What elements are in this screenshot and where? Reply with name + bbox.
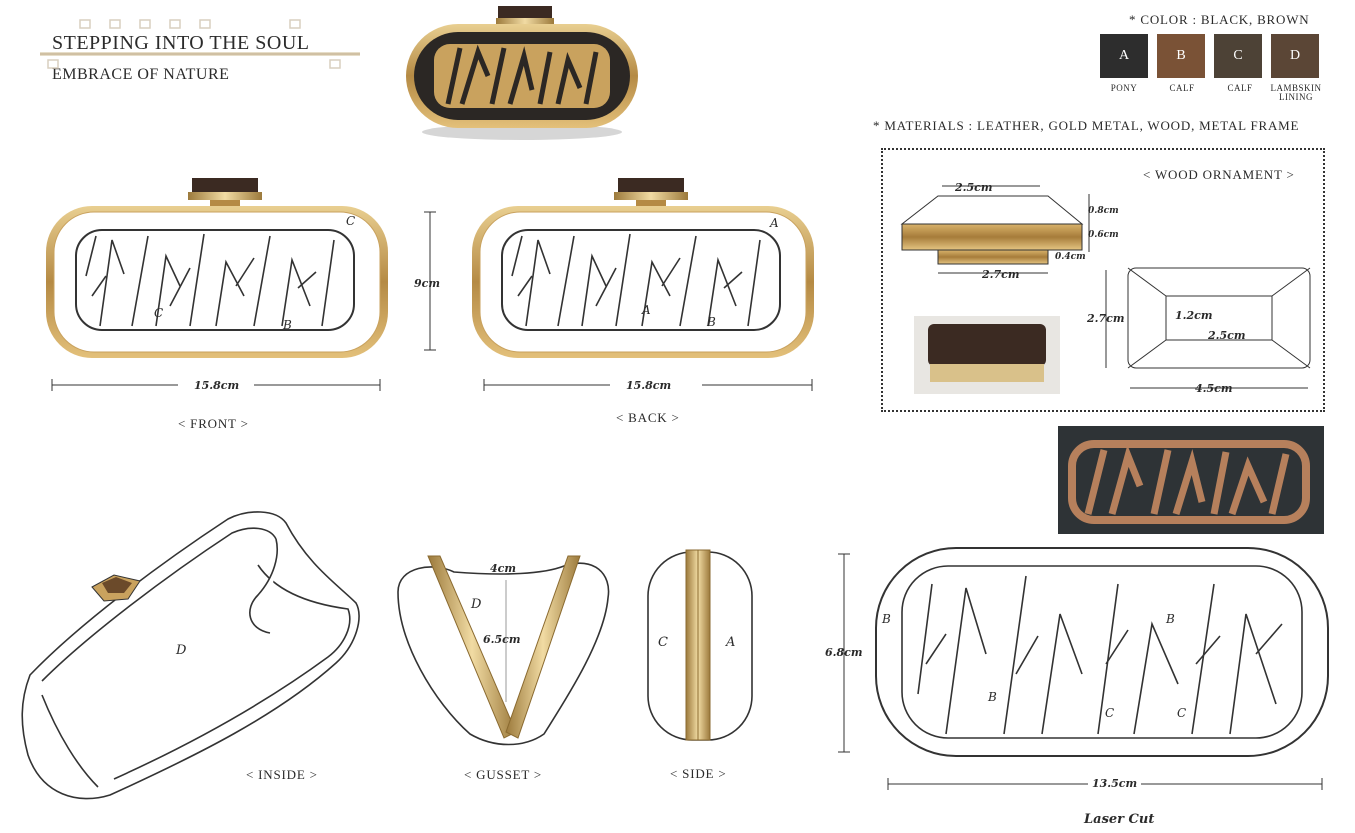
- laser-mark-c: C: [1177, 706, 1187, 720]
- front-view-label: < FRONT >: [178, 416, 249, 431]
- swatch-d: D: [1271, 34, 1319, 78]
- gusset-d-label: D: [471, 597, 482, 612]
- dim-inner-a: 1.2cm: [1175, 309, 1213, 322]
- title-decoration: [40, 19, 360, 69]
- dim-total-width: 4.5cm: [1195, 382, 1233, 395]
- swatch-a: A: [1100, 34, 1148, 78]
- back-corner-label: A: [770, 216, 779, 230]
- front-width-line: [51, 379, 381, 391]
- back-b-label: B: [707, 315, 716, 329]
- dim-inner-b: 2.5cm: [1208, 329, 1246, 342]
- gusset-view-label: < GUSSET >: [464, 767, 543, 782]
- swatch-b: B: [1157, 34, 1205, 78]
- front-height-line: [424, 211, 436, 351]
- back-view: [472, 178, 814, 358]
- inside-view-label: < INSIDE >: [246, 767, 318, 782]
- laser-width-dim: 13.5cm: [1088, 777, 1142, 790]
- swatch-c: C: [1214, 34, 1262, 78]
- swatch-label: LAMBSKIN LINING: [1270, 83, 1322, 102]
- gusset-view: [397, 555, 610, 746]
- laser-cut-photo: [1058, 426, 1324, 534]
- inside-d-label: D: [176, 643, 187, 658]
- wood-ornament-title: < WOOD ORNAMENT >: [1143, 167, 1295, 182]
- swatch-row: A B C D: [1100, 34, 1319, 78]
- laser-mark-b: B: [988, 690, 997, 704]
- front-c-label: C: [154, 306, 164, 320]
- swatch-label: CALF: [1169, 83, 1195, 93]
- side-view-label: < SIDE >: [670, 766, 727, 781]
- dim-h2: 0.6cm: [1088, 230, 1119, 240]
- wood-ornament-drawing: [900, 185, 1311, 394]
- side-c-label: C: [658, 635, 668, 650]
- side-view: [647, 549, 753, 741]
- dim-h3: 0.4cm: [1055, 252, 1086, 262]
- swatch-label: CALF: [1227, 83, 1253, 93]
- swatch-labels: PONY CALF CALF LAMBSKIN LINING: [1095, 84, 1323, 102]
- color-note: * COLOR : BLACK, BROWN: [1129, 12, 1310, 27]
- swatch-letter: A: [1118, 48, 1130, 63]
- laser-mark-c: C: [1105, 706, 1115, 720]
- front-height-dim: 9cm: [414, 277, 440, 290]
- laser-cut-view: [838, 547, 1329, 790]
- gusset-height-dim: 6.5cm: [483, 633, 521, 646]
- laser-cut-label: Laser Cut: [1084, 812, 1155, 827]
- side-a-label: A: [726, 635, 736, 650]
- collection-subtitle: EMBRACE OF NATURE: [52, 66, 230, 83]
- wood-ornament-panel: [881, 148, 1325, 412]
- back-width-dim: 15.8cm: [626, 379, 672, 392]
- materials-note: * MATERIALS : LEATHER, GOLD METAL, WOOD,…: [873, 118, 1300, 133]
- swatch-letter: B: [1176, 48, 1186, 63]
- hero-clutch: [406, 6, 638, 140]
- gusset-top-dim: 4cm: [490, 562, 516, 575]
- dim-top-width: 2.5cm: [955, 181, 993, 194]
- back-view-label: < BACK >: [616, 410, 680, 425]
- laser-mark-b: B: [1166, 612, 1175, 626]
- dim-h1: 0.8cm: [1088, 206, 1119, 216]
- inside-view: [21, 511, 360, 800]
- laser-mark-b: B: [882, 612, 891, 626]
- dim-base-width: 2.7cm: [982, 268, 1020, 281]
- front-corner-label: C: [346, 214, 356, 228]
- back-a-label: A: [642, 303, 651, 317]
- collection-title: STEPPING INTO THE SOUL: [52, 32, 310, 54]
- swatch-letter: C: [1233, 48, 1243, 63]
- swatch-letter: D: [1289, 48, 1301, 63]
- front-view: [46, 178, 388, 358]
- front-width-dim: 15.8cm: [194, 379, 240, 392]
- laser-height-dim: 6.8cm: [825, 646, 863, 659]
- back-width-line: [483, 379, 813, 391]
- front-b-label: B: [283, 318, 292, 332]
- swatch-label: PONY: [1110, 83, 1138, 93]
- dim-depth: 2.7cm: [1087, 312, 1125, 325]
